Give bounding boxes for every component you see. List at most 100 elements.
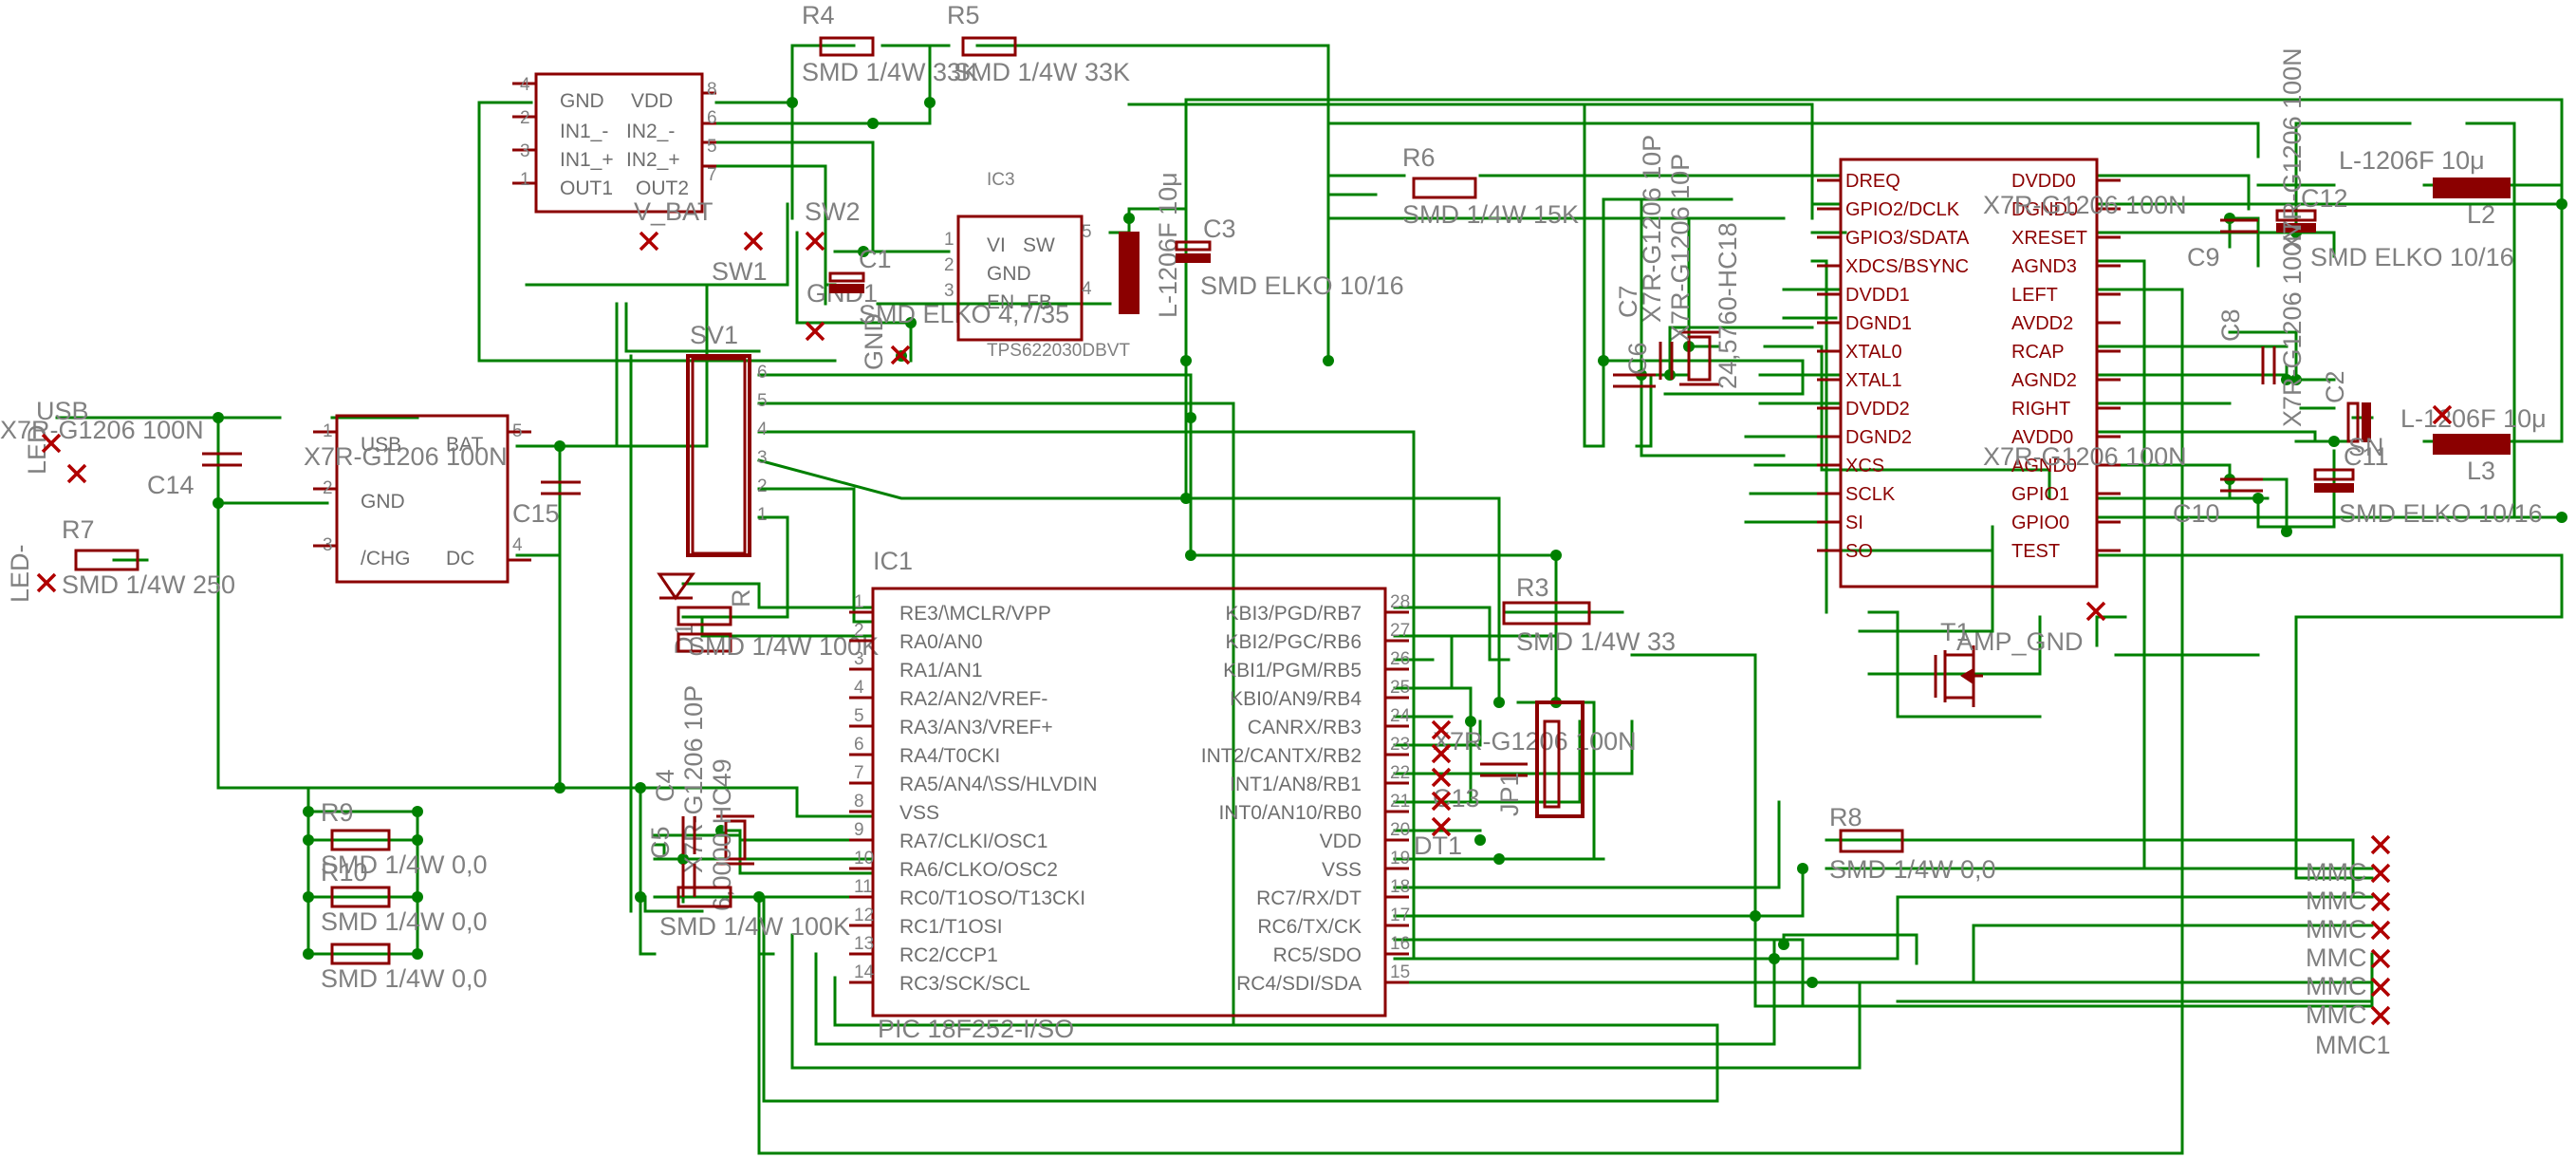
svg-text:C14: C14	[147, 471, 195, 499]
vs-pin-label: XCS	[1845, 456, 1884, 476]
svg-text:SMD ELKO 4,7/35: SMD ELKO 4,7/35	[859, 300, 1069, 328]
pin-number: 3	[520, 141, 530, 161]
ic1-pin-number: 24	[1390, 706, 1411, 726]
vs-pin-label: GPIO0	[2011, 513, 2069, 533]
resistor-r3: R3 SMD 1/4W 33	[1502, 573, 1676, 656]
svg-text:SMD 1/4W 0,0: SMD 1/4W 0,0	[321, 907, 488, 936]
ic1-pin-number: 19	[1390, 849, 1410, 868]
svg-text:JP1: JP1	[1495, 772, 1524, 816]
mmc-pin-marker	[2370, 948, 2391, 969]
svg-text:X7R-G1206 100N: X7R-G1206 100N	[2278, 223, 2307, 427]
opamp-pin-label: OUT2	[636, 177, 689, 199]
ic1-pin-label: RA3/AN3/VREF+	[899, 717, 1053, 738]
svg-text:DT1: DT1	[1414, 831, 1462, 860]
svg-text:3: 3	[757, 448, 768, 468]
svg-text:BAT: BAT	[446, 434, 483, 456]
ic1-pin-label: RA1/AN1	[899, 660, 983, 682]
vs-pin-label: SO	[1845, 541, 1873, 562]
ic1-pin-number: 21	[1390, 792, 1410, 812]
svg-text:SMD ELKO 10/16: SMD ELKO 10/16	[2310, 243, 2514, 271]
svg-text:1: 1	[323, 421, 333, 441]
svg-text:SV1: SV1	[690, 321, 738, 349]
opamp-pin-label: GND	[560, 90, 604, 112]
vs-pin-label: LEFT	[2011, 285, 2058, 306]
pin-number: 7	[707, 165, 717, 185]
wire-net	[55, 44, 2564, 1155]
opamp-ic: GND IN1_- IN1_+ OUT1 VDD IN2_- IN2_+ OUT…	[512, 72, 717, 214]
pin-number: 5	[707, 137, 717, 157]
ic1-pin-number: 17	[1390, 906, 1410, 925]
inductor-l3: L-1206F 10μ L3 SN	[2348, 404, 2547, 485]
vs-pin-label: GPIO1	[2011, 484, 2069, 505]
ic1-pin-label: RA2/AN2/VREF-	[899, 688, 1047, 710]
ic1-pin-number: 20	[1390, 820, 1410, 840]
svg-text:VI: VI	[987, 234, 1006, 256]
ic1-pin-number: 25	[1390, 678, 1410, 698]
svg-text:L2: L2	[2467, 200, 2495, 229]
diode-d1: D1	[657, 572, 698, 655]
svg-text:SMD 1/4W 15K: SMD 1/4W 15K	[1402, 200, 1579, 229]
svg-text:V_BAT: V_BAT	[634, 197, 713, 226]
ic1-pin-label: RC7/RX/DT	[1256, 887, 1362, 909]
ic1-pin-number: 18	[1390, 877, 1410, 897]
svg-text:5: 5	[512, 421, 523, 441]
svg-text:L-1206F 10μ: L-1206F 10μ	[2400, 404, 2547, 433]
svg-text:C8: C8	[2216, 308, 2245, 342]
svg-text:TPS622030DBVT: TPS622030DBVT	[987, 341, 1130, 361]
svg-text:DC: DC	[446, 548, 474, 570]
svg-text:C9: C9	[2187, 243, 2220, 271]
svg-text:R4: R4	[802, 1, 835, 29]
resistor-r6: R6 SMD 1/4W 15K	[1402, 143, 1579, 229]
vs-pin-label: AGND3	[2011, 256, 2077, 277]
ic1-pin-label: RC6/TX/CK	[1257, 916, 1362, 938]
vs-pin-label: RCAP	[2011, 342, 2065, 363]
svg-text:/CHG: /CHG	[361, 548, 411, 570]
svg-text:X7R-G1206 10P: X7R-G1206 10P	[1638, 135, 1666, 323]
capacitor-c3: C3 SMD ELKO 10/16	[1175, 215, 1404, 300]
svg-text:C7: C7	[1614, 285, 1642, 318]
vs-left-pins: DREQGPIO2/DCLKGPIO3/SDATAXDCS/BSYNCDVDD1…	[1817, 171, 1970, 562]
svg-text:C12: C12	[2301, 184, 2348, 213]
svg-text:X7R-G1206 100N: X7R-G1206 100N	[0, 416, 204, 444]
microcontroller-ic1: IC1 PIC 18F252-I/SO 1RE3/\MCLR/VPP2RA0/A…	[849, 547, 1411, 1043]
svg-text:C10: C10	[2173, 499, 2220, 528]
svg-text:C3: C3	[1203, 215, 1236, 243]
svg-text:GND: GND	[860, 313, 888, 370]
vs-pin-label: DVDD1	[1845, 285, 1910, 306]
svg-text:5: 5	[1082, 222, 1092, 242]
opamp-pin-label: IN2_-	[626, 121, 675, 142]
svg-text:SW2: SW2	[805, 197, 861, 226]
svg-text:L-1206F 10μ: L-1206F 10μ	[2339, 146, 2485, 175]
ic1-pin-number: 13	[854, 934, 874, 954]
svg-text:AMP_GND: AMP_GND	[1956, 627, 2084, 656]
ic1-pin-number: 22	[1390, 763, 1410, 783]
svg-text:USB: USB	[361, 434, 401, 456]
vs-pin-label: DVDD0	[2011, 171, 2076, 192]
svg-text:1: 1	[944, 230, 954, 250]
vs-pin-label: AVDD2	[2011, 313, 2073, 334]
vs-pin-label: AGND0	[2011, 456, 2077, 476]
inductor-l2: L-1206F 10μ L2	[2339, 146, 2511, 229]
resistor-r4: R4 SMD 1/4W 33K	[802, 1, 978, 86]
mmc-pin-label: MMC	[2306, 887, 2366, 915]
svg-text:SMD 1/4W 33K: SMD 1/4W 33K	[802, 58, 978, 86]
resistor-r7: R7 SMD 1/4W 250	[62, 515, 235, 599]
ic1-pin-number: 7	[854, 763, 864, 783]
ic1-pin-number: 6	[854, 735, 864, 755]
svg-text:2: 2	[944, 255, 954, 275]
svg-text:3: 3	[323, 535, 333, 555]
mmc-pin-marker	[2370, 977, 2391, 998]
vs-pin-label: AVDD0	[2011, 427, 2073, 448]
vs-pin-label: AGND2	[2011, 370, 2077, 391]
capacitor-c11: C11 SMD ELKO 10/16	[2313, 442, 2543, 528]
ic1-pin-label: VSS	[1322, 859, 1362, 881]
svg-text:R6: R6	[1402, 143, 1436, 172]
capacitor-c8: C8	[2216, 308, 2276, 384]
resistor-r11: SMD 1/4W 0,0	[321, 943, 488, 993]
mmc-pin-marker	[2370, 920, 2391, 941]
capacitor-c14: C14	[147, 452, 242, 499]
ic1-pin-label: INT2/CANTX/RB2	[1201, 745, 1362, 767]
ic1-pin-number: 28	[1390, 592, 1410, 612]
svg-text:C6: C6	[1623, 342, 1652, 375]
ic1-pin-label: RA4/T0CKI	[899, 745, 1000, 767]
